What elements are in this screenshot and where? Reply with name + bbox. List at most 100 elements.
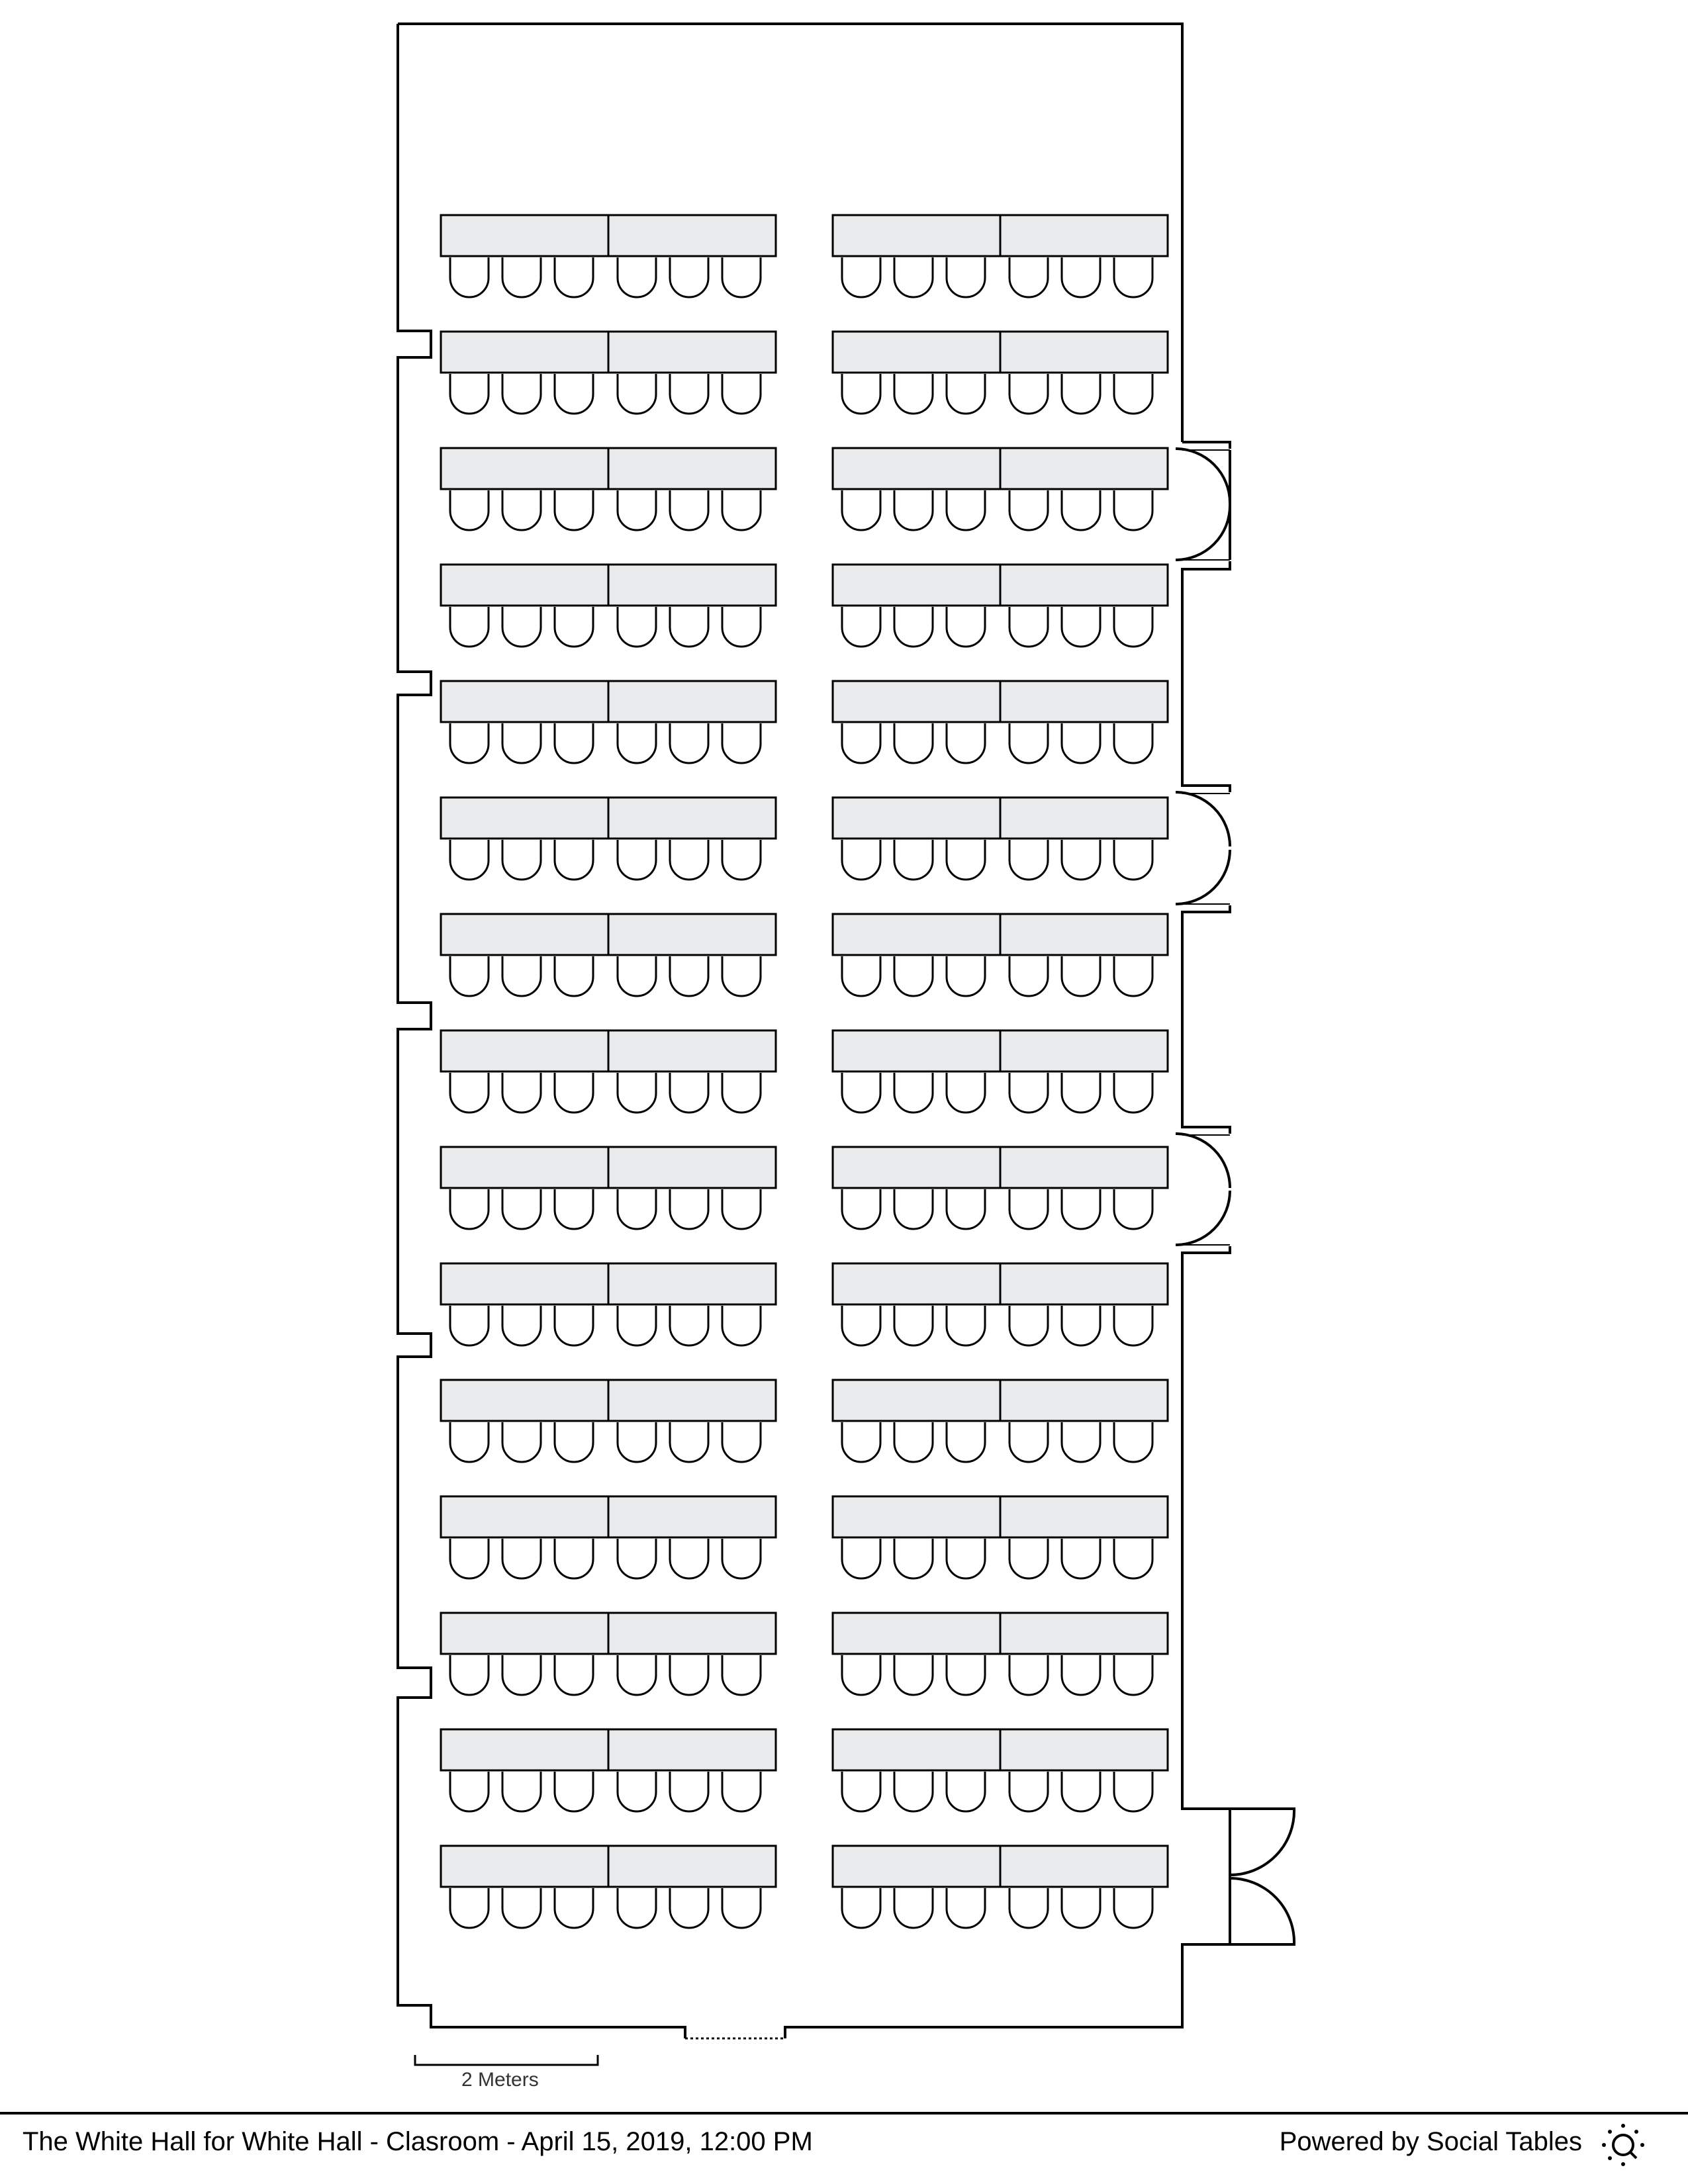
- table: [607, 1029, 777, 1073]
- chair: [553, 1772, 594, 1813]
- chair: [721, 723, 762, 764]
- chair: [893, 723, 934, 764]
- chair: [721, 607, 762, 648]
- door-right-3: [1175, 1132, 1231, 1246]
- chair: [501, 1539, 542, 1580]
- chair: [616, 1772, 657, 1813]
- table: [440, 330, 610, 374]
- chair: [893, 257, 934, 298]
- chair: [553, 1888, 594, 1929]
- chair: [553, 956, 594, 997]
- chair: [945, 490, 986, 531]
- footer-divider: [0, 2112, 1688, 2115]
- chair: [501, 257, 542, 298]
- chair: [1060, 607, 1102, 648]
- chair: [1113, 1306, 1154, 1347]
- doors: [1175, 447, 1296, 1946]
- table: [607, 1146, 777, 1189]
- chair: [616, 1888, 657, 1929]
- table: [999, 913, 1169, 956]
- chair: [1060, 490, 1102, 531]
- chair: [721, 1772, 762, 1813]
- chair: [669, 257, 710, 298]
- chair: [1113, 374, 1154, 415]
- chair: [616, 840, 657, 881]
- chair: [1060, 1189, 1102, 1230]
- chair: [841, 490, 882, 531]
- chair: [616, 490, 657, 531]
- chair: [1113, 1073, 1154, 1114]
- chair: [553, 1422, 594, 1463]
- chair: [893, 374, 934, 415]
- chair: [893, 1539, 934, 1580]
- furniture: [440, 214, 1169, 1929]
- chair: [616, 1189, 657, 1230]
- table: [607, 447, 777, 490]
- table: [607, 1262, 777, 1306]
- chair: [1060, 257, 1102, 298]
- table: [999, 447, 1169, 490]
- table: [831, 1146, 1002, 1189]
- chair: [945, 257, 986, 298]
- chair: [501, 1422, 542, 1463]
- chair: [945, 1073, 986, 1114]
- powered-by-text[interactable]: Powered by Social Tables: [1279, 2127, 1582, 2156]
- table: [831, 447, 1002, 490]
- chair: [841, 840, 882, 881]
- table: [831, 913, 1002, 956]
- table: [607, 563, 777, 607]
- chair: [669, 1073, 710, 1114]
- chair: [501, 723, 542, 764]
- table: [999, 214, 1169, 257]
- chair: [1060, 1073, 1102, 1114]
- chair: [449, 1189, 490, 1230]
- table: [440, 1146, 610, 1189]
- table: [440, 796, 610, 840]
- chair: [669, 1888, 710, 1929]
- table: [607, 1728, 777, 1772]
- chair: [1008, 1888, 1049, 1929]
- chair: [449, 1539, 490, 1580]
- chair: [945, 723, 986, 764]
- table: [607, 1612, 777, 1655]
- table: [831, 1612, 1002, 1655]
- chair: [669, 1422, 710, 1463]
- table: [831, 563, 1002, 607]
- chair: [841, 1306, 882, 1347]
- chair: [616, 723, 657, 764]
- chair: [1060, 1422, 1102, 1463]
- chair: [449, 374, 490, 415]
- chair: [669, 1539, 710, 1580]
- table: [607, 1379, 777, 1422]
- chair: [1113, 257, 1154, 298]
- table: [831, 1844, 1002, 1888]
- chair: [945, 1772, 986, 1813]
- chair: [553, 1189, 594, 1230]
- chair: [501, 1772, 542, 1813]
- chair: [945, 1655, 986, 1696]
- chair: [501, 840, 542, 881]
- table: [831, 1728, 1002, 1772]
- chair: [501, 1306, 542, 1347]
- table: [607, 796, 777, 840]
- chair: [1008, 840, 1049, 881]
- chair: [449, 1888, 490, 1929]
- scale-label: 2 Meters: [461, 2069, 539, 2091]
- chair: [1008, 956, 1049, 997]
- chair: [616, 1655, 657, 1696]
- chair: [616, 607, 657, 648]
- chair: [669, 1772, 710, 1813]
- table: [440, 913, 610, 956]
- chair: [945, 1189, 986, 1230]
- chair: [501, 607, 542, 648]
- chair: [841, 956, 882, 997]
- chair: [1060, 840, 1102, 881]
- table: [999, 1728, 1169, 1772]
- chair: [501, 956, 542, 997]
- chair: [449, 490, 490, 531]
- chair: [721, 1888, 762, 1929]
- chair: [721, 1655, 762, 1696]
- chair: [893, 1189, 934, 1230]
- chair: [449, 607, 490, 648]
